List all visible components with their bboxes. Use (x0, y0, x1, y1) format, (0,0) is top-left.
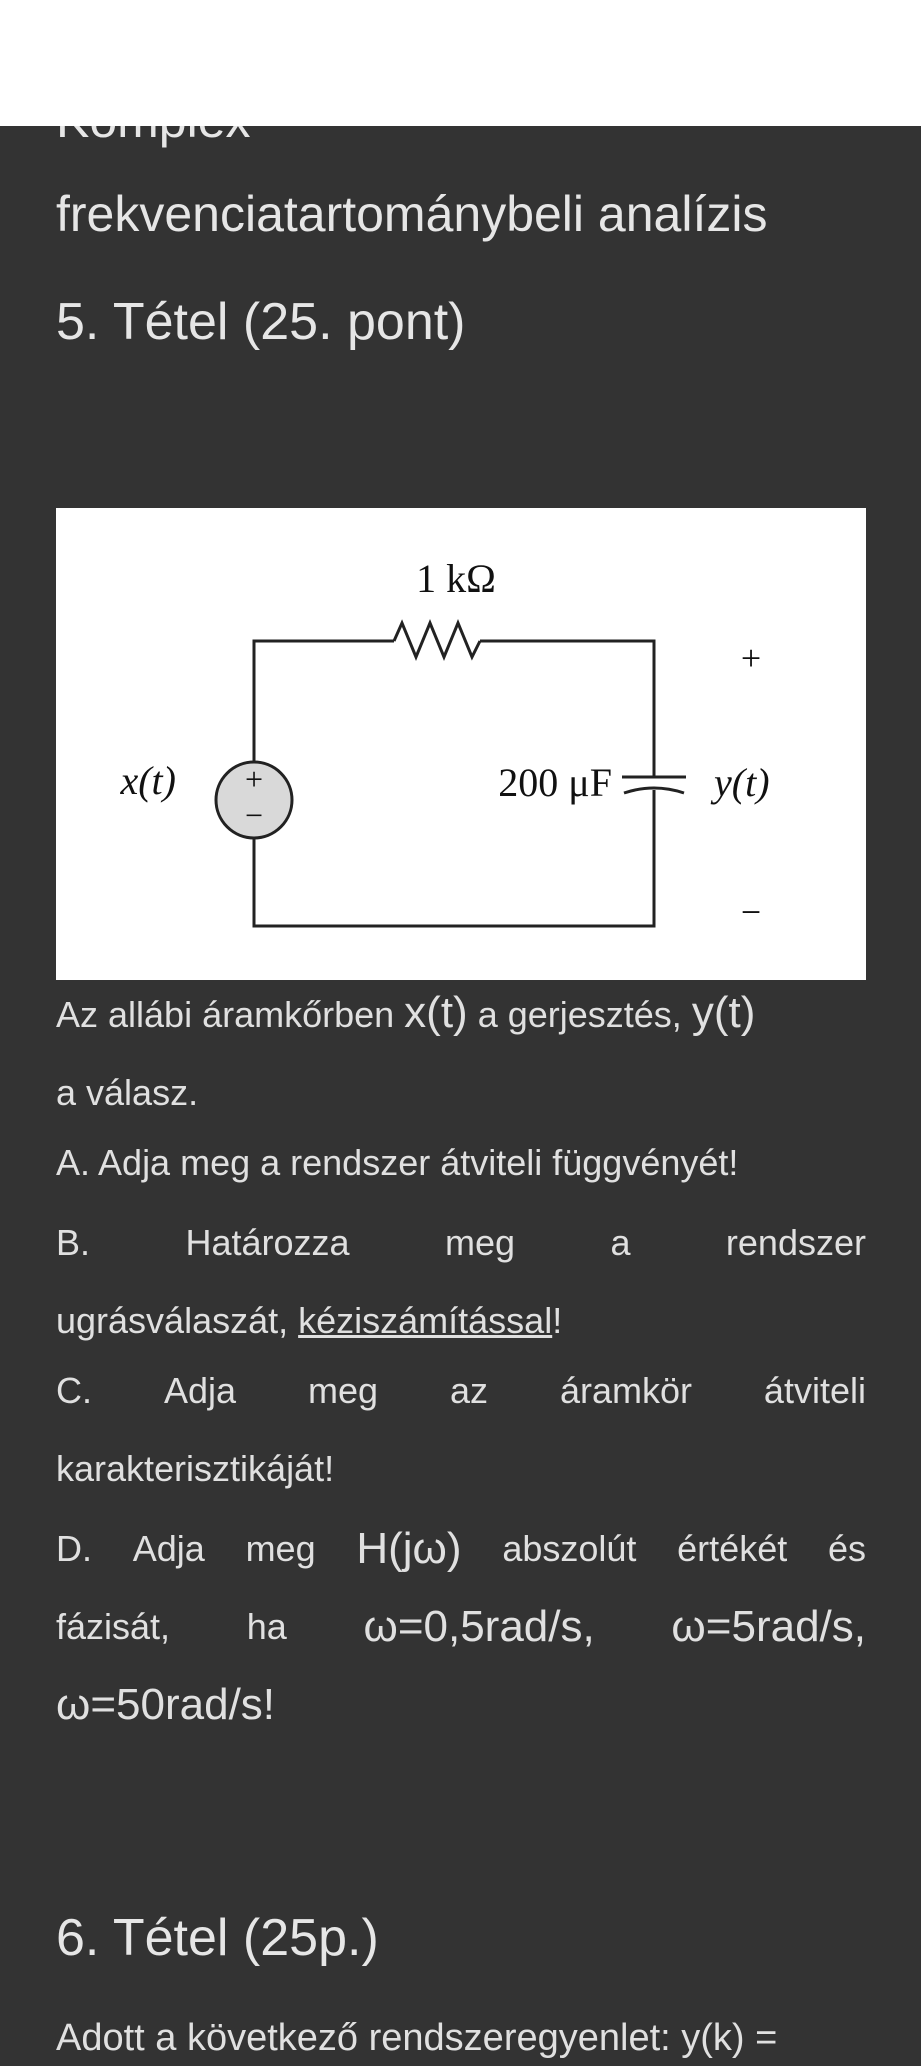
problem-6-text-cut: Adott a következő rendszeregyenlet: y(k)… (56, 2017, 778, 2059)
intro-text-2: a gerjesztés, (467, 994, 692, 1035)
d-words-word: és (827, 1528, 866, 1569)
question-c-line2: karakterisztikáját! (56, 1448, 335, 1489)
top-app-bar (0, 0, 921, 126)
question-b-line2: ugrásválaszát, kéziszámítással! (56, 1282, 866, 1360)
source-label: x(t) (119, 758, 176, 803)
question-b-end: ! (552, 1300, 563, 1341)
b-words-word: a (610, 1222, 631, 1263)
question-a: A. Adja meg a rendszer átviteli függvény… (56, 1142, 739, 1183)
resistor-label: 1 kΩ (416, 556, 496, 601)
question-c: C. Adja meg az áramkör átviteli karakteriszti… (56, 1352, 866, 1508)
wire-top-left (252, 639, 394, 643)
voltage-source-icon (214, 760, 294, 840)
question-b-line1: B. Határozza meg a rendszer (56, 1204, 866, 1282)
question-b-text: ugrásválaszát, (56, 1300, 299, 1341)
capacitor-label: 200 μF (498, 760, 612, 805)
d-words-word: Adja (132, 1528, 205, 1569)
wire-top-right (480, 639, 656, 777)
d2-words-word: fázisát, (56, 1606, 171, 1647)
output-minus: − (741, 892, 761, 932)
c-words-word: áramkör (559, 1370, 692, 1411)
intro-y: y(t) (691, 988, 756, 1037)
output-label: y(t) (710, 760, 770, 805)
d-words-word: értékét (677, 1528, 788, 1569)
section-heading: frekvenciatartománybeli analízis (56, 186, 768, 242)
problem-5-title: 5. Tétel (25. pont) (56, 293, 466, 351)
c-words-word: Adja (163, 1370, 237, 1411)
resistor-symbol (392, 619, 482, 661)
intro-paragraph: Az allábi áramkőrben x(t) a gerjesztés, … (56, 974, 866, 1132)
d2-words-word: ω=5rad/s, (671, 1602, 866, 1651)
intro-text-3: a válasz. (56, 1072, 199, 1113)
c-words-word: C. (56, 1370, 92, 1411)
capacitor-plate-bottom (623, 786, 685, 795)
d-words-word: D. (56, 1528, 92, 1569)
question-c-line1: C. Adja meg az áramkör átviteli (56, 1352, 866, 1430)
b-words-word: meg (444, 1222, 515, 1263)
question-d-line2: fázisát, ha ω=0,5rad/s, ω=5rad/s, (56, 1588, 866, 1666)
question-b-underlined: kéziszámítással (298, 1300, 553, 1341)
circuit-diagram: + − 1 kΩ x(t) 200 μF y(t) + − (119, 556, 770, 932)
d2-words-word: ha (246, 1606, 287, 1647)
d2-words-word: ω=0,5rad/s, (363, 1602, 595, 1651)
b-words-word: rendszer (725, 1222, 866, 1263)
d-words-word: meg (245, 1528, 316, 1569)
output-plus: + (741, 638, 761, 678)
b-words-word: B. (56, 1222, 91, 1263)
problem-6-title: 6. Tétel (25p.) (56, 1909, 379, 1967)
circuit-figure: + − 1 kΩ x(t) 200 μF y(t) + − (56, 508, 866, 980)
question-b: B. Határozza meg a rendszer ugrásválaszát, k… (56, 1204, 866, 1360)
question-d-line3: ω=50rad/s! (56, 1680, 276, 1729)
source-plus: + (245, 761, 263, 797)
intro-x: x(t) (404, 988, 468, 1037)
b-words-word: Határozza (185, 1222, 350, 1263)
c-words-word: az (449, 1370, 488, 1411)
intro-text-1: Az allábi áramkőrben (56, 994, 405, 1035)
c-words-word: meg (307, 1370, 378, 1411)
d-words-word: H(jω) (356, 1524, 462, 1573)
wire-bottom (252, 790, 656, 928)
c-words-word: átviteli (763, 1370, 866, 1411)
d-words-word: abszolút (502, 1528, 637, 1569)
source-minus: − (245, 797, 263, 833)
